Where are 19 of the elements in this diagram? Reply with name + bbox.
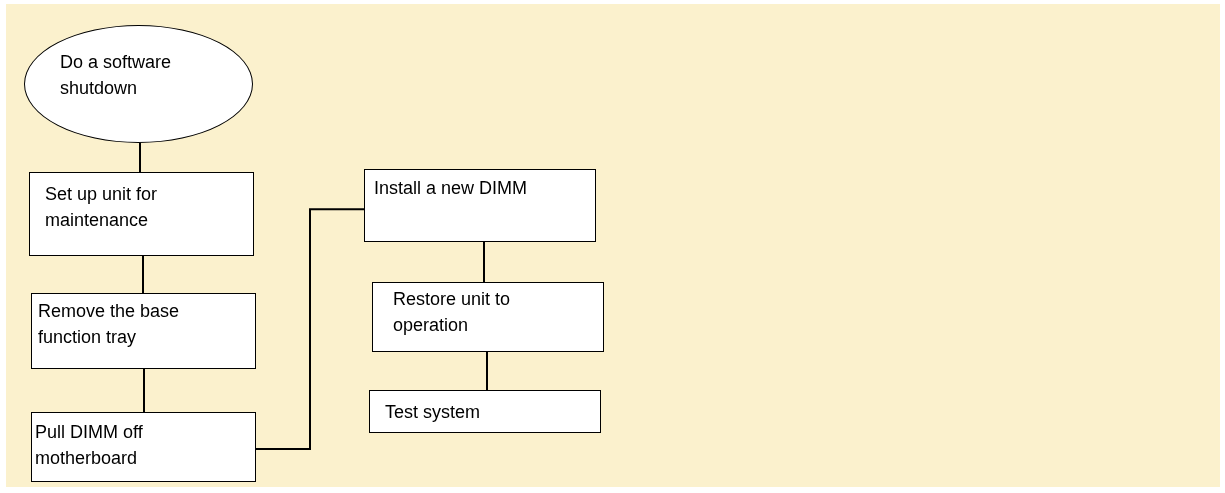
connector-line <box>486 351 488 391</box>
step-text: Restore unit to operation <box>393 288 512 337</box>
process-box <box>31 293 256 369</box>
step-text: Set up unit for maintenance <box>45 183 159 232</box>
step-text: Pull DIMM off motherboard <box>35 421 144 470</box>
step-text: Test system <box>385 401 482 424</box>
step-text: Remove the base function tray <box>38 300 181 349</box>
connector-line <box>143 368 145 413</box>
process-box <box>372 282 604 352</box>
connector-line <box>255 208 365 451</box>
step-text: Install a new DIMM <box>374 177 529 200</box>
connector-line <box>142 255 144 294</box>
process-box <box>29 172 254 256</box>
process-box <box>31 412 256 482</box>
process-box <box>364 169 596 242</box>
connector-line <box>483 241 485 283</box>
connector-line <box>139 142 141 173</box>
step-text: Do a software shutdown <box>60 51 173 100</box>
process-box <box>369 390 601 433</box>
